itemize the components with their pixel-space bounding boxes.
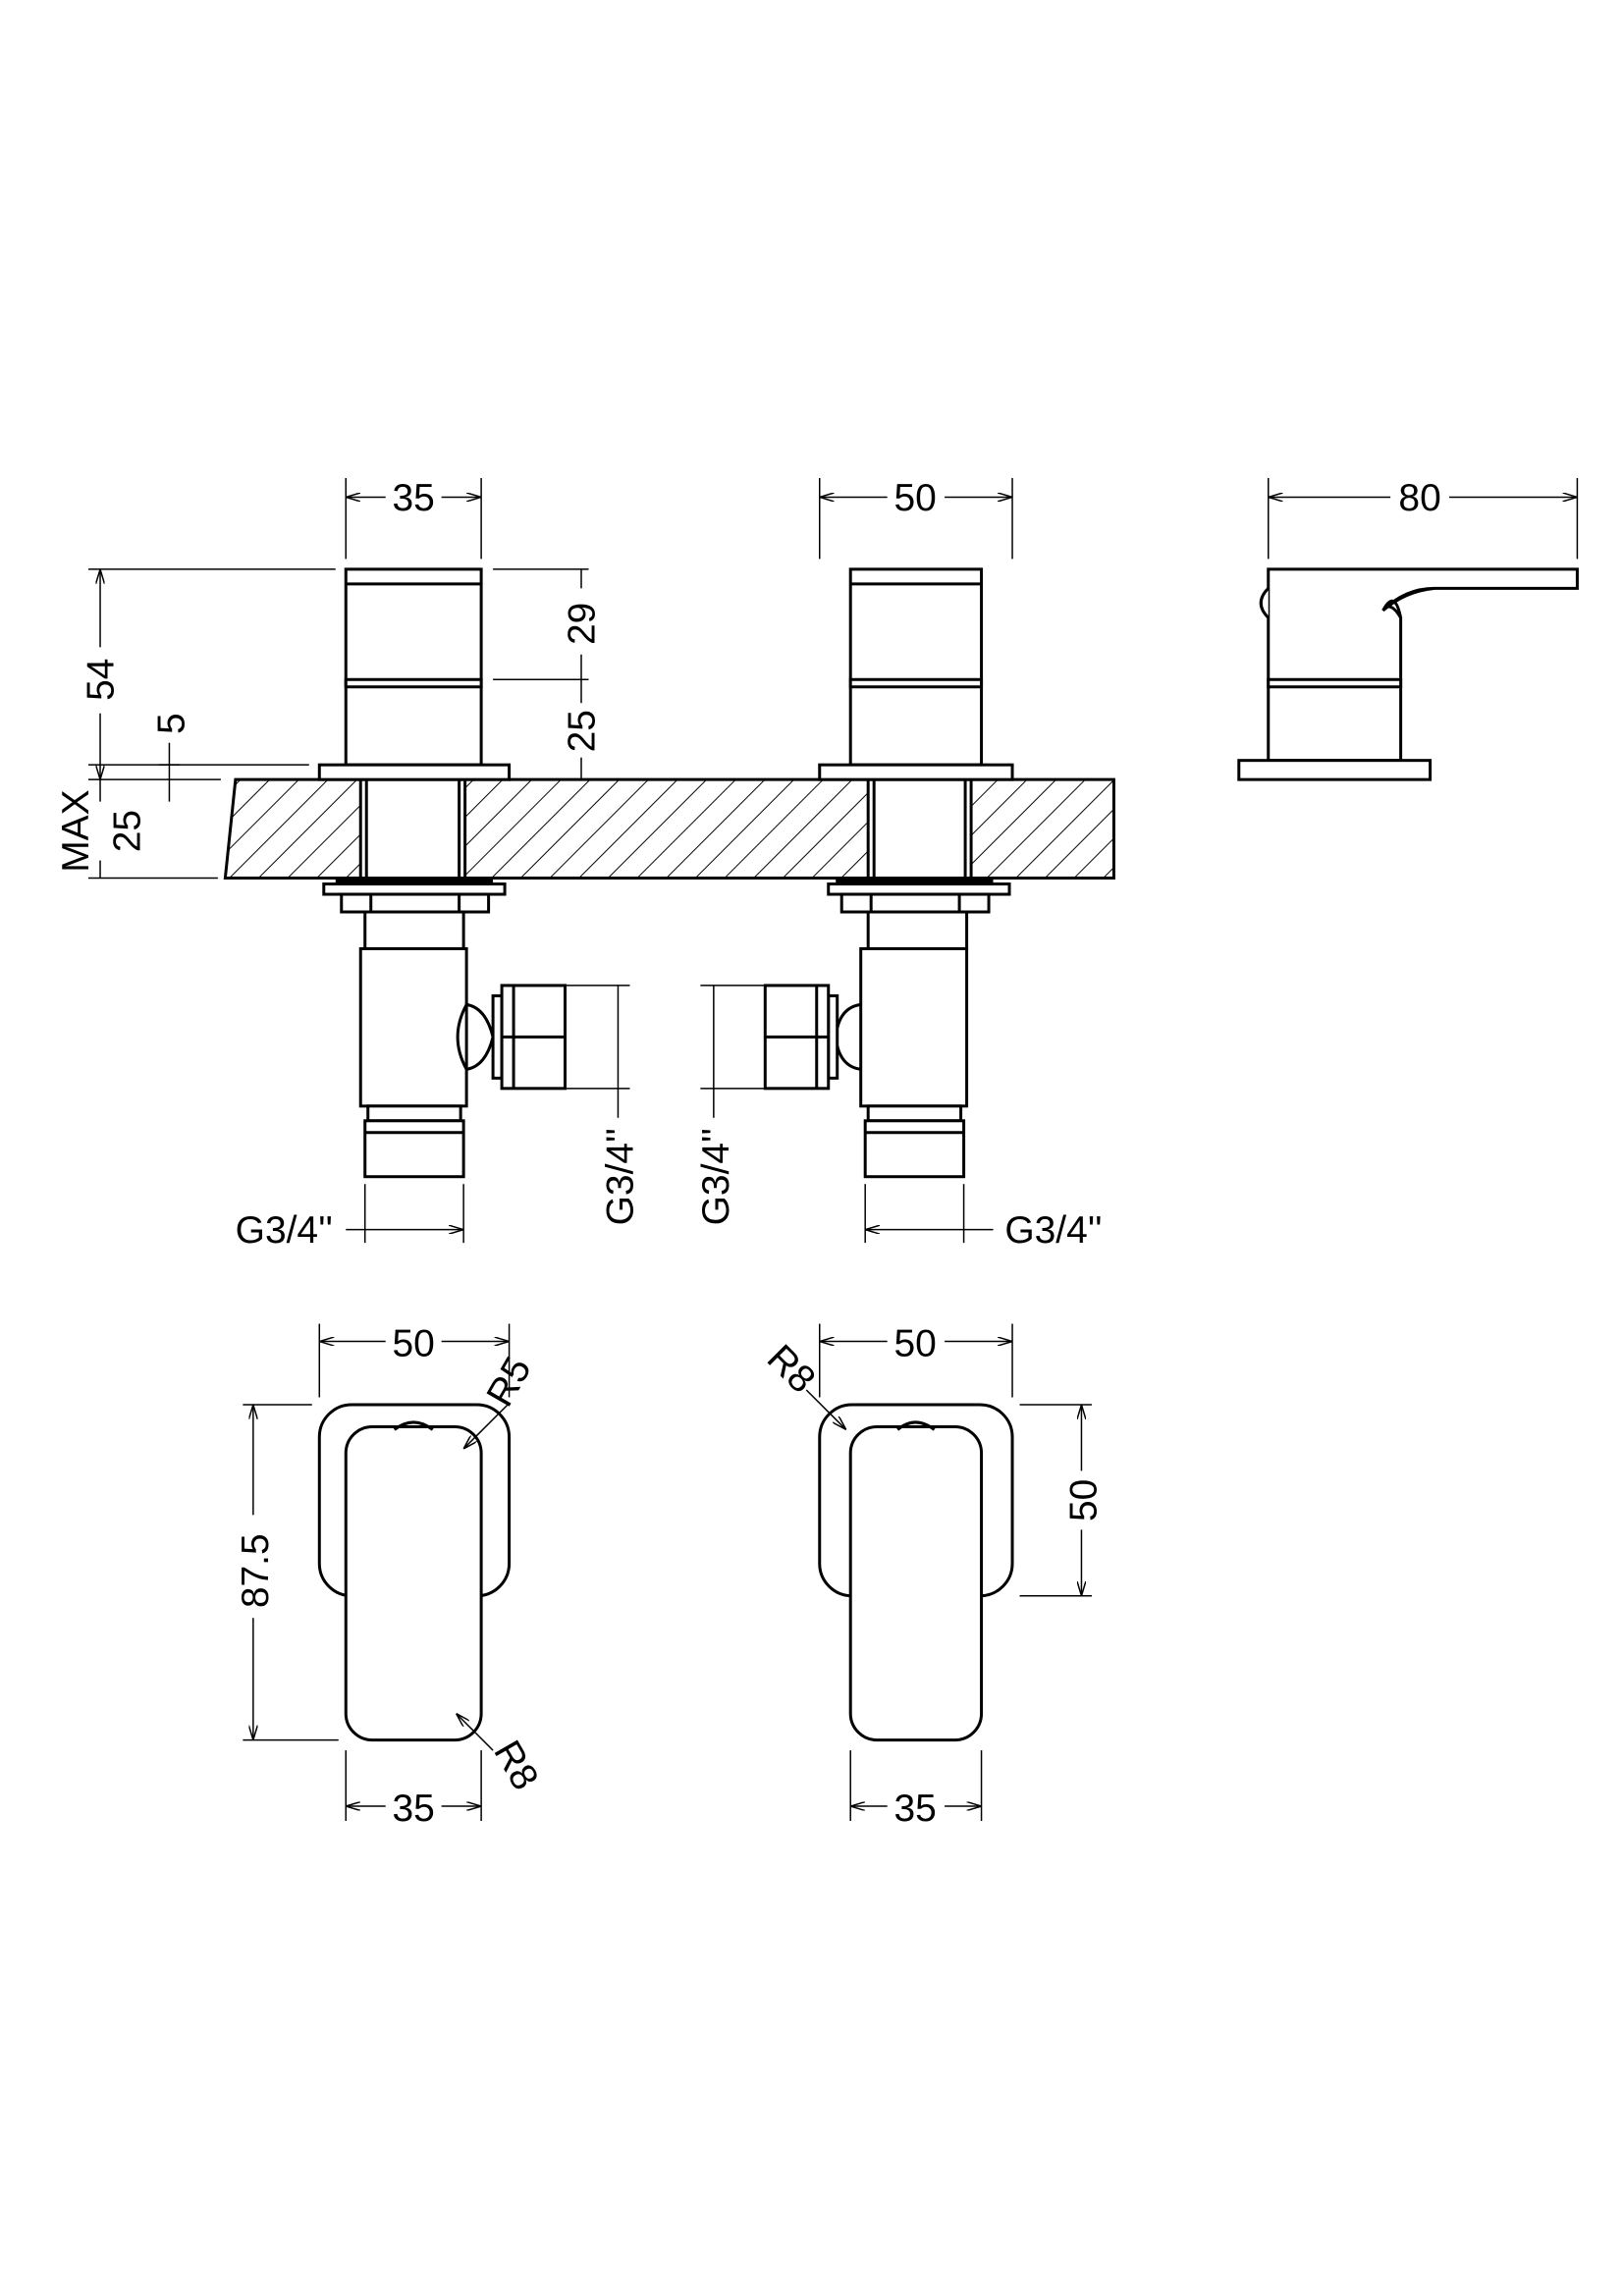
dim-plan-right-width: 50 (893, 1323, 936, 1365)
dim-outlet-right-bottom: G3/4'' (1004, 1209, 1102, 1252)
deck-section (223, 777, 1115, 881)
dim-outlet-right-side: G3/4'' (695, 1128, 737, 1225)
dim-plan-right-lever-width: 35 (893, 1788, 936, 1830)
dim-side-length: 80 (1398, 477, 1440, 519)
right-tap-plan-view: 50 50 35 R8 (759, 1323, 1106, 1830)
dimension-labels: 35 50 80 54 5 MAX 25 29 25 G3/4'' G3/4''… (55, 477, 1441, 1252)
dim-plan-left-radius-bottom: R8 (485, 1734, 546, 1797)
dim-overall-height: 54 (81, 659, 123, 701)
dim-outlet-left-bottom: G3/4'' (236, 1209, 333, 1252)
dim-plan-left-length: 87.5 (235, 1533, 277, 1608)
dim-plan-left-width: 50 (393, 1323, 435, 1365)
dimension-lines (88, 477, 1579, 1244)
right-tap-front-view (763, 567, 1014, 1179)
dim-right-tap-width: 50 (893, 477, 936, 519)
dim-plan-left-lever-width: 35 (393, 1788, 435, 1830)
tap-side-view (1237, 567, 1579, 781)
left-tap-plan-view: 50 87.5 35 R5 R8 (235, 1323, 547, 1830)
dim-outlet-left-side: G3/4'' (599, 1128, 641, 1225)
dim-plan-right-radius: R8 (759, 1337, 824, 1402)
dim-plan-left-radius-top: R5 (479, 1350, 540, 1414)
left-tap-front-view (317, 567, 568, 1179)
dim-plan-right-depth: 50 (1062, 1479, 1105, 1522)
dim-base-height: 5 (150, 713, 192, 734)
dim-deck-thickness: 25 (106, 810, 148, 852)
dim-body-height: 25 (561, 710, 603, 752)
dim-max-label: MAX (55, 789, 97, 872)
dim-handle-height: 29 (561, 603, 603, 645)
dim-left-tap-width: 35 (393, 477, 435, 519)
